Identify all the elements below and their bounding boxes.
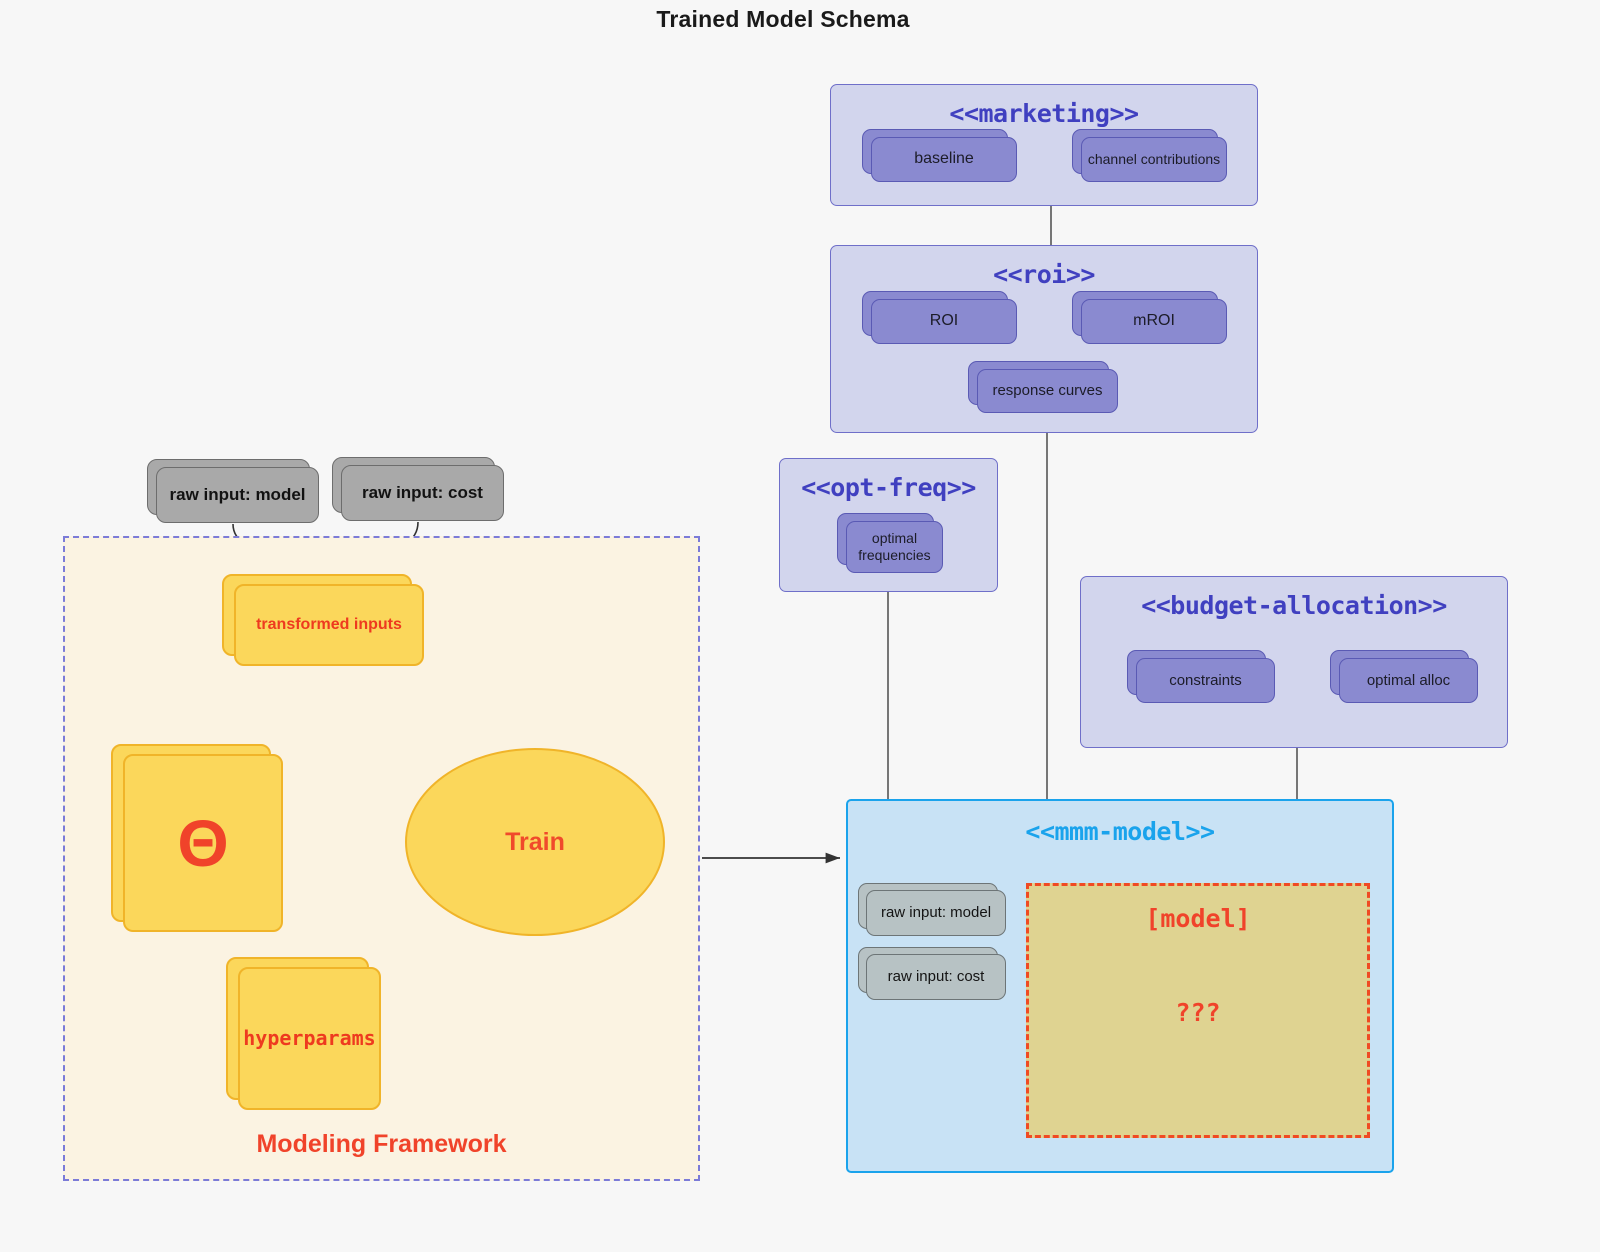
node-mmm-raw-input-model[interactable]: raw input: model	[858, 883, 1006, 936]
node-label: raw input: cost	[887, 968, 985, 986]
node-label-line2: frequencies	[858, 547, 931, 563]
node-baseline[interactable]: baseline	[862, 129, 1017, 182]
node-sheet-front	[234, 584, 424, 666]
node-label-line1: optimal	[871, 530, 918, 547]
node-label: channel contributions	[1087, 151, 1221, 168]
train-process-ellipse[interactable]: Train	[405, 748, 665, 936]
node-channel-contributions[interactable]: channel contributions	[1072, 129, 1227, 182]
node-sheet-front	[866, 954, 1006, 1000]
node-label: transformed inputs	[256, 615, 402, 633]
node-response-curves[interactable]: response curves	[968, 361, 1118, 413]
node-sheet-front	[156, 467, 319, 523]
node-mmm-raw-input-cost[interactable]: raw input: cost	[858, 947, 1006, 1000]
node-sheet-front	[871, 137, 1017, 182]
node-label: mROI	[1133, 312, 1175, 330]
page-title: Trained Model Schema	[656, 6, 910, 32]
package-budget-allocation-title: <<budget-allocation>>	[1141, 591, 1447, 620]
package-marketing-title: <<marketing>>	[949, 99, 1139, 128]
modeling-framework-label: Modeling Framework	[256, 1130, 507, 1158]
node-label: Θ	[123, 754, 283, 932]
node-label: raw input: model	[169, 484, 306, 504]
model-placeholder-box[interactable]: [model] ???	[1026, 883, 1370, 1138]
node-sheet-front	[1339, 658, 1478, 703]
node-hyperparams[interactable]: hyperparams	[226, 957, 381, 1110]
node-label: raw input: cost	[362, 482, 483, 502]
model-placeholder-label: [model]	[1145, 904, 1251, 933]
node-transformed-inputs[interactable]: transformed inputs	[222, 574, 424, 666]
node-mroi[interactable]: mROI	[1072, 291, 1227, 344]
theta-symbol: Θ	[177, 806, 229, 880]
node-optimal-alloc[interactable]: optimal alloc	[1330, 650, 1478, 703]
node-label: optimal alloc	[1366, 671, 1451, 689]
node-sheet-front	[846, 521, 943, 573]
node-label: baseline	[914, 150, 974, 168]
node-theta[interactable]: Θ	[111, 744, 283, 932]
package-roi-title: <<roi>>	[993, 260, 1095, 289]
node-roi[interactable]: ROI	[862, 291, 1017, 344]
node-optimal-frequencies[interactable]: optimal frequencies	[837, 513, 943, 573]
node-sheet-front	[977, 369, 1118, 413]
node-sheet-front	[1081, 299, 1227, 344]
node-sheet-front	[341, 465, 504, 521]
train-label: Train	[505, 827, 565, 856]
node-sheet-front	[238, 967, 381, 1110]
node-constraints[interactable]: constraints	[1127, 650, 1275, 703]
node-label: constraints	[1169, 671, 1242, 689]
node-label: response curves	[992, 382, 1103, 400]
node-sheet-front	[1136, 658, 1275, 703]
node-sheet-front	[123, 754, 283, 932]
model-unknown-label: ???	[1175, 998, 1221, 1027]
node-label: ROI	[929, 312, 959, 330]
package-opt-freq-title: <<opt-freq>>	[801, 473, 976, 502]
node-label: optimal frequencies	[846, 521, 943, 573]
node-sheet-front	[1081, 137, 1227, 182]
node-raw-input-model[interactable]: raw input: model	[147, 459, 319, 523]
node-sheet-front	[871, 299, 1017, 344]
node-label: hyperparams	[243, 1025, 376, 1050]
node-label: raw input: model	[880, 904, 992, 922]
package-mmm-model-title: <<mmm-model>>	[1025, 817, 1215, 846]
node-raw-input-cost[interactable]: raw input: cost	[332, 457, 504, 521]
node-sheet-front	[866, 890, 1006, 936]
